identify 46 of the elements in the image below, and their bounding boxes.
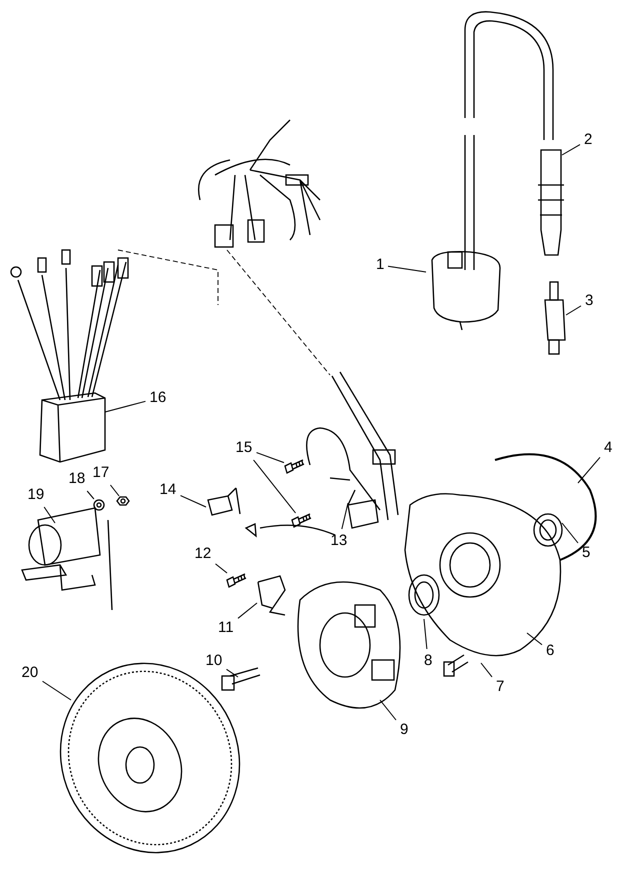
callout-number: 20 <box>22 665 38 681</box>
leader-line <box>238 602 258 619</box>
leader-line <box>424 618 428 650</box>
screw-drawing <box>291 513 312 528</box>
callout-number: 18 <box>68 471 86 487</box>
callout-number: 8 <box>424 653 432 669</box>
callout-number: 11 <box>218 620 234 636</box>
leader-line <box>562 522 578 544</box>
leader-line <box>562 144 580 156</box>
callout-number: 13 <box>330 533 348 549</box>
callout-number: 17 <box>92 465 110 481</box>
nut-drawing <box>116 496 130 506</box>
washer-drawing <box>93 499 105 511</box>
leader-line <box>180 495 206 508</box>
callout-number: 4 <box>604 440 612 456</box>
leader-line <box>480 662 492 678</box>
callout-number: 9 <box>400 722 408 738</box>
leader-line <box>526 632 542 646</box>
screw-drawing <box>226 573 247 588</box>
callout-number: 12 <box>194 546 212 562</box>
callout-number: 7 <box>496 679 504 695</box>
leader-line <box>215 563 228 574</box>
callout-number: 6 <box>546 643 554 659</box>
leader-line <box>256 452 284 464</box>
leader-line <box>226 668 238 678</box>
leader-line <box>86 490 94 500</box>
leader-line <box>578 456 600 484</box>
leader-line <box>44 506 56 524</box>
leader-line <box>388 266 426 272</box>
leader-line <box>104 400 146 412</box>
callout-number: 2 <box>584 132 592 148</box>
callout-number: 15 <box>236 440 252 456</box>
leader-line <box>341 502 348 530</box>
leader-line <box>380 700 396 720</box>
callout-number: 3 <box>585 293 594 309</box>
callout-number: 16 <box>150 390 166 406</box>
callout-number: 10 <box>206 653 222 669</box>
screw-drawing <box>284 459 305 474</box>
leader-line <box>42 680 72 700</box>
leader-line <box>253 460 296 514</box>
callout-number: 5 <box>582 545 590 561</box>
callout-number: 14 <box>160 482 176 498</box>
callout-number: 19 <box>28 487 44 503</box>
leader-line <box>566 305 582 316</box>
leader-line <box>110 484 120 496</box>
callout-number: 1 <box>376 257 384 273</box>
